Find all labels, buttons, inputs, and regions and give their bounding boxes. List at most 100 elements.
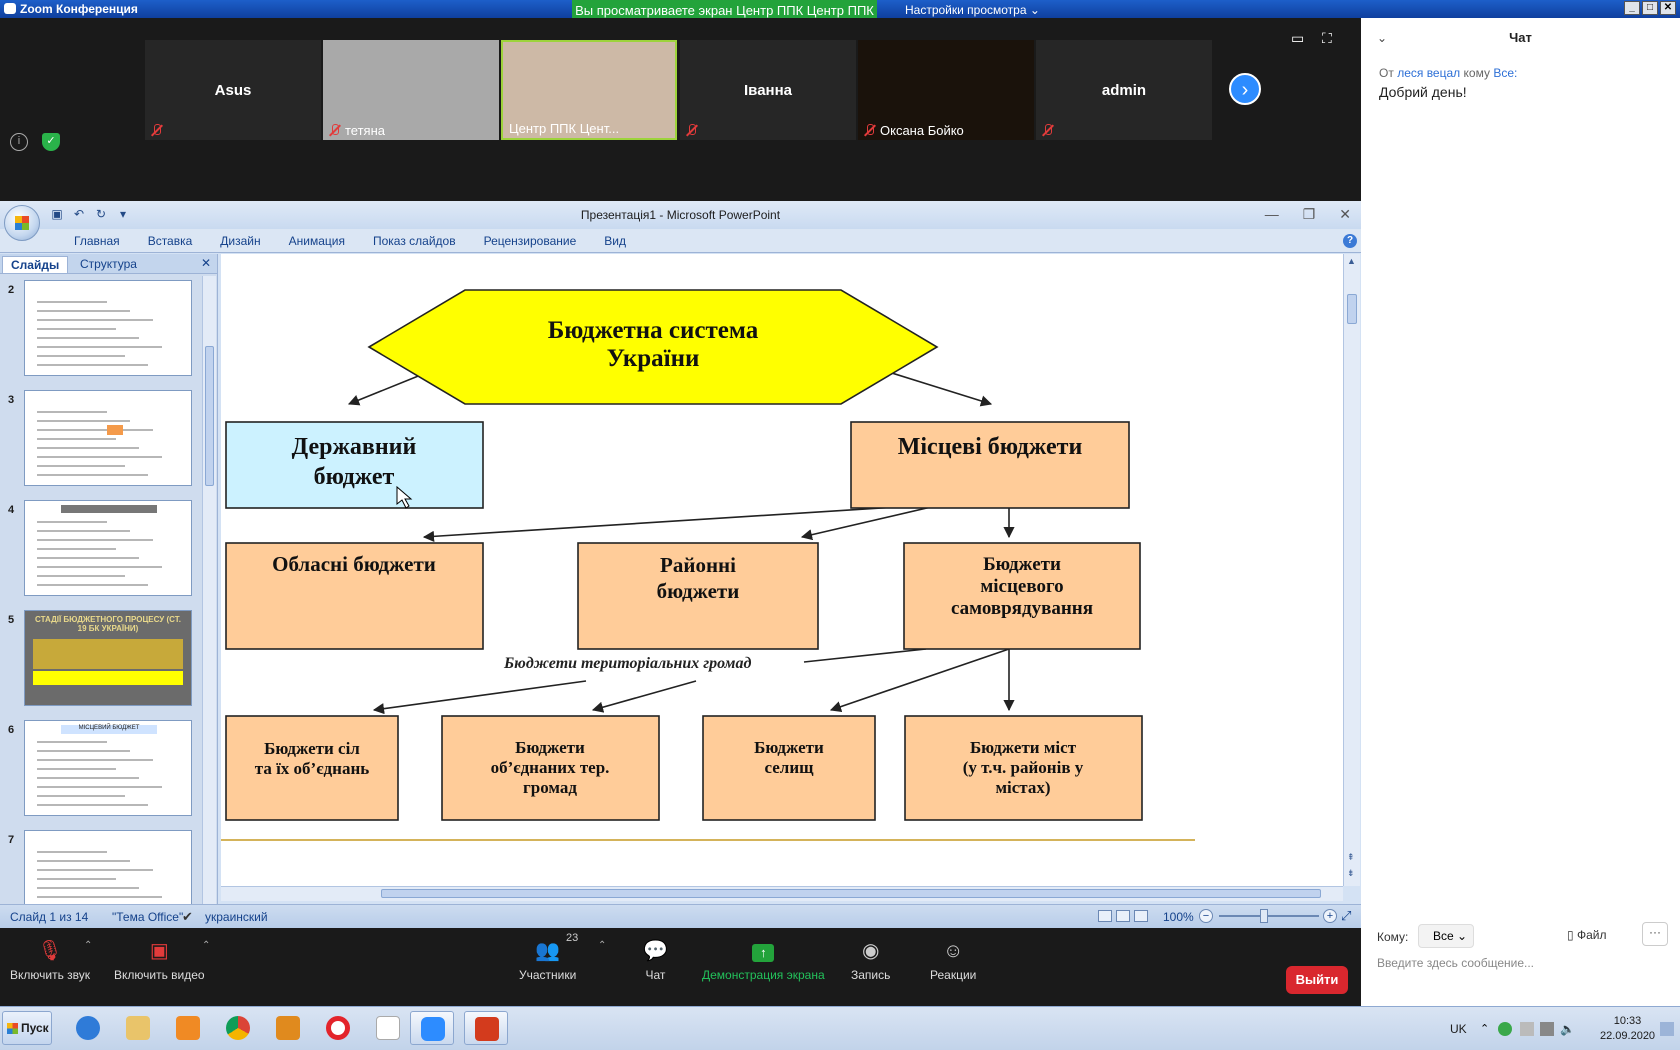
record-button[interactable]: ◉ Запись xyxy=(851,936,890,982)
show-desktop-icon[interactable] xyxy=(1660,1022,1674,1036)
reactions-button[interactable]: ☺ Реакции xyxy=(930,936,976,982)
slide-thumbnail-row[interactable]: 4 xyxy=(0,500,202,598)
horizontal-scroll-thumb[interactable] xyxy=(381,889,1321,898)
chat-sender[interactable]: леся вецал xyxy=(1397,66,1461,80)
start-video-button[interactable]: ▣ Включить видео xyxy=(114,936,205,982)
participant-tile[interactable]: тетяна xyxy=(323,40,499,140)
chevron-up-icon[interactable]: ⌃ xyxy=(598,940,607,951)
ribbon-tab[interactable]: Вставка xyxy=(147,234,193,248)
close-icon[interactable]: ✕ xyxy=(1660,1,1676,15)
slide-thumbnail[interactable] xyxy=(24,390,192,486)
slide-canvas[interactable]: Бюджетна система України Державний бюдже… xyxy=(221,254,1343,886)
chat-input[interactable]: Введите здесь сообщение... xyxy=(1377,956,1535,970)
slide-thumbnail[interactable]: МІСЦЕВИЙ БЮДЖЕТ xyxy=(24,720,192,816)
slide-thumbnail-row[interactable]: 2 xyxy=(0,280,202,378)
minimize-icon[interactable]: _ xyxy=(1624,1,1640,15)
maximize-icon[interactable]: □ xyxy=(1642,1,1658,15)
taskbar-app[interactable] xyxy=(266,1011,310,1045)
chat-button[interactable]: 💬 Чат xyxy=(643,936,668,982)
slide-thumbnail[interactable] xyxy=(24,280,192,376)
zoom-slider[interactable] xyxy=(1219,915,1319,917)
more-button[interactable]: ··· xyxy=(1642,922,1668,946)
next-slide-icon[interactable]: ⇟ xyxy=(1347,868,1355,878)
network-icon[interactable] xyxy=(1540,1022,1554,1036)
start-button[interactable]: Пуск xyxy=(2,1011,52,1045)
zoom-out-icon[interactable]: − xyxy=(1199,909,1213,923)
leave-button[interactable]: Выйти xyxy=(1286,966,1348,994)
participant-tile[interactable]: Оксана Бойко xyxy=(858,40,1034,140)
slide-thumbnail[interactable] xyxy=(24,830,192,904)
slide-thumbnail-row[interactable]: 3 xyxy=(0,390,202,488)
ribbon-tab[interactable]: Главная xyxy=(74,234,120,248)
input-language[interactable]: UK xyxy=(1450,1022,1467,1036)
previous-slide-icon[interactable]: ⇞ xyxy=(1347,852,1355,862)
pane-scroll-thumb[interactable] xyxy=(205,346,214,486)
ribbon-tab[interactable]: Рецензирование xyxy=(483,234,577,248)
info-icon[interactable]: i xyxy=(10,133,28,151)
ribbon-tab[interactable]: Показ слайдов xyxy=(372,234,456,248)
close-icon[interactable]: ✕ xyxy=(1339,206,1351,222)
participant-tile[interactable]: Центр ППК Цент... xyxy=(501,40,677,140)
participant-tile[interactable]: Іванна xyxy=(680,40,856,140)
participant-tile[interactable]: Asus xyxy=(145,40,321,140)
normal-view-icon[interactable] xyxy=(1098,910,1112,922)
tab-slides[interactable]: Слайды xyxy=(2,256,69,273)
pane-scrollbar[interactable] xyxy=(202,276,216,904)
slideshow-view-icon[interactable] xyxy=(1134,910,1148,922)
chevron-up-icon[interactable]: ⌃ xyxy=(1480,1023,1490,1035)
share-screen-button[interactable]: ↑ Демонстрация экрана xyxy=(702,936,825,982)
file-button[interactable]: ▯ Файл xyxy=(1567,928,1606,942)
customize-icon[interactable]: ▾ xyxy=(119,207,127,221)
slide-thumbnail[interactable]: СТАДІЇ БЮДЖЕТНОГО ПРОЦЕСУ (СТ. 19 БК УКР… xyxy=(24,610,192,706)
save-icon[interactable]: ▣ xyxy=(51,207,63,221)
language-indicator[interactable]: украинский xyxy=(205,910,268,924)
chat-recipient-select[interactable]: Все ⌄ xyxy=(1418,924,1474,948)
undo-icon[interactable]: ↶ xyxy=(73,207,85,221)
zoom-slider-thumb[interactable] xyxy=(1260,909,1268,923)
redo-icon[interactable]: ↻ xyxy=(95,207,107,221)
fit-window-icon[interactable]: ⤢ xyxy=(1341,908,1352,923)
tab-outline[interactable]: Структура xyxy=(80,257,137,271)
clock[interactable]: 10:33 22.09.2020 xyxy=(1600,1014,1655,1044)
ribbon-tab[interactable]: Дизайн xyxy=(220,234,261,248)
ribbon-tab[interactable]: Вид xyxy=(604,234,626,248)
participants-button[interactable]: 👥 Участники xyxy=(519,936,576,982)
taskbar-zoom[interactable] xyxy=(410,1011,454,1045)
slide-vertical-scrollbar[interactable]: ▲ ⇞ ⇟ xyxy=(1343,254,1360,886)
taskbar-opera[interactable] xyxy=(316,1011,360,1045)
minimize-icon[interactable]: — xyxy=(1264,206,1279,222)
sorter-view-icon[interactable] xyxy=(1116,910,1130,922)
office-button[interactable] xyxy=(4,205,40,241)
slide-thumbnail-row[interactable]: 7 xyxy=(0,830,202,904)
volume-icon[interactable]: 🔈 xyxy=(1560,1022,1575,1036)
scroll-up-icon[interactable]: ▲ xyxy=(1347,256,1356,266)
next-page-button[interactable]: › xyxy=(1229,73,1261,105)
taskbar-ie[interactable] xyxy=(66,1011,110,1045)
layout-icon[interactable]: ▭ xyxy=(1291,30,1305,46)
taskbar-media[interactable] xyxy=(166,1011,210,1045)
shield-icon[interactable]: ✓ xyxy=(42,133,60,151)
slide-horizontal-scrollbar[interactable] xyxy=(221,886,1343,901)
view-settings-button[interactable]: Настройки просмотра ⌄ xyxy=(905,3,1040,17)
restore-icon[interactable]: ❐ xyxy=(1302,206,1316,222)
unmute-button[interactable]: 🎙 Включить звук xyxy=(10,936,90,982)
security-icon[interactable] xyxy=(1498,1022,1512,1036)
chevron-up-icon[interactable]: ⌃ xyxy=(84,940,93,951)
ribbon-tab[interactable]: Анимация xyxy=(288,234,345,248)
taskbar-explorer[interactable] xyxy=(116,1011,160,1045)
close-icon[interactable]: ✕ xyxy=(200,256,211,270)
chevron-down-icon[interactable]: ⌄ xyxy=(1377,31,1388,45)
spellcheck-icon[interactable]: ✔ xyxy=(182,909,193,924)
chevron-up-icon[interactable]: ⌃ xyxy=(202,940,211,951)
taskbar-chrome[interactable] xyxy=(216,1011,260,1045)
slide-thumbnail[interactable] xyxy=(24,500,192,596)
zoom-in-icon[interactable]: + xyxy=(1323,909,1337,923)
taskbar-document[interactable] xyxy=(366,1011,410,1045)
flag-icon[interactable] xyxy=(1520,1022,1534,1036)
fullscreen-icon[interactable]: ⛶ xyxy=(1322,30,1332,46)
vertical-scroll-thumb[interactable] xyxy=(1347,294,1357,324)
zoom-level[interactable]: 100% xyxy=(1163,910,1194,924)
participant-tile[interactable]: admin xyxy=(1036,40,1212,140)
